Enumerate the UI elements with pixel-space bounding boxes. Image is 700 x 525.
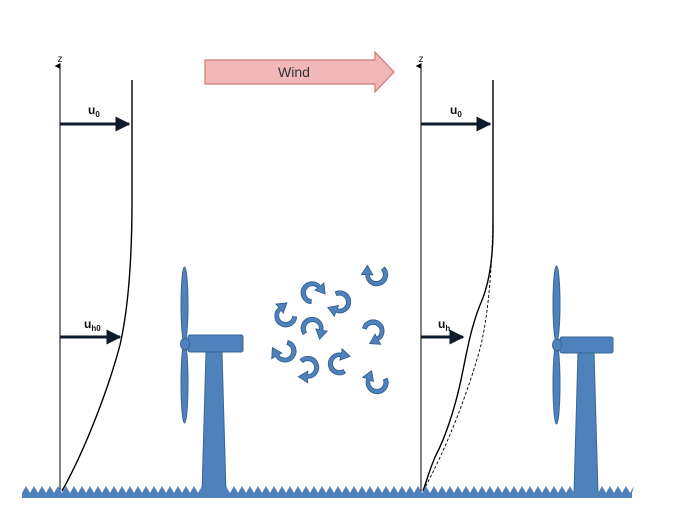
left-wind-turbine-icon	[180, 266, 244, 494]
turbulent-eddy-icon	[266, 334, 301, 369]
turbulent-eddies	[266, 257, 393, 397]
turbulent-eddy-icon	[290, 351, 325, 386]
left-u0-label: u0	[88, 103, 100, 119]
turbulent-eddy-icon	[297, 275, 330, 308]
right-wake-velocity-curve	[422, 80, 494, 492]
wind-direction-arrow: Wind	[204, 50, 395, 94]
left-uh0-label: uh0	[84, 317, 101, 333]
turbulent-eddy-icon	[361, 367, 391, 397]
turbulent-eddy-icon	[323, 346, 356, 379]
turbulent-eddy-icon	[356, 315, 391, 350]
left-z-axis-label: z	[58, 54, 63, 65]
turbulent-eddy-icon	[297, 312, 330, 345]
wind-arrow-icon	[204, 50, 395, 94]
right-u0-label: u0	[450, 103, 462, 119]
turbulent-eddy-icon	[268, 298, 301, 331]
right-z-axis-label: z	[419, 54, 424, 65]
left-velocity-curve	[61, 80, 133, 492]
right-reference-curve-dashed	[422, 80, 494, 492]
wind-label: Wind	[278, 64, 310, 80]
left-velocity-profile: z u0 uh0	[54, 54, 133, 493]
right-velocity-profile: z u0 uh	[415, 54, 494, 493]
right-wind-turbine-icon	[552, 265, 614, 494]
turbulent-eddy-icon	[324, 288, 354, 318]
turbulent-eddy-icon	[358, 257, 393, 292]
right-uh-label: uh	[438, 317, 450, 333]
rough-ground-icon	[22, 486, 634, 498]
